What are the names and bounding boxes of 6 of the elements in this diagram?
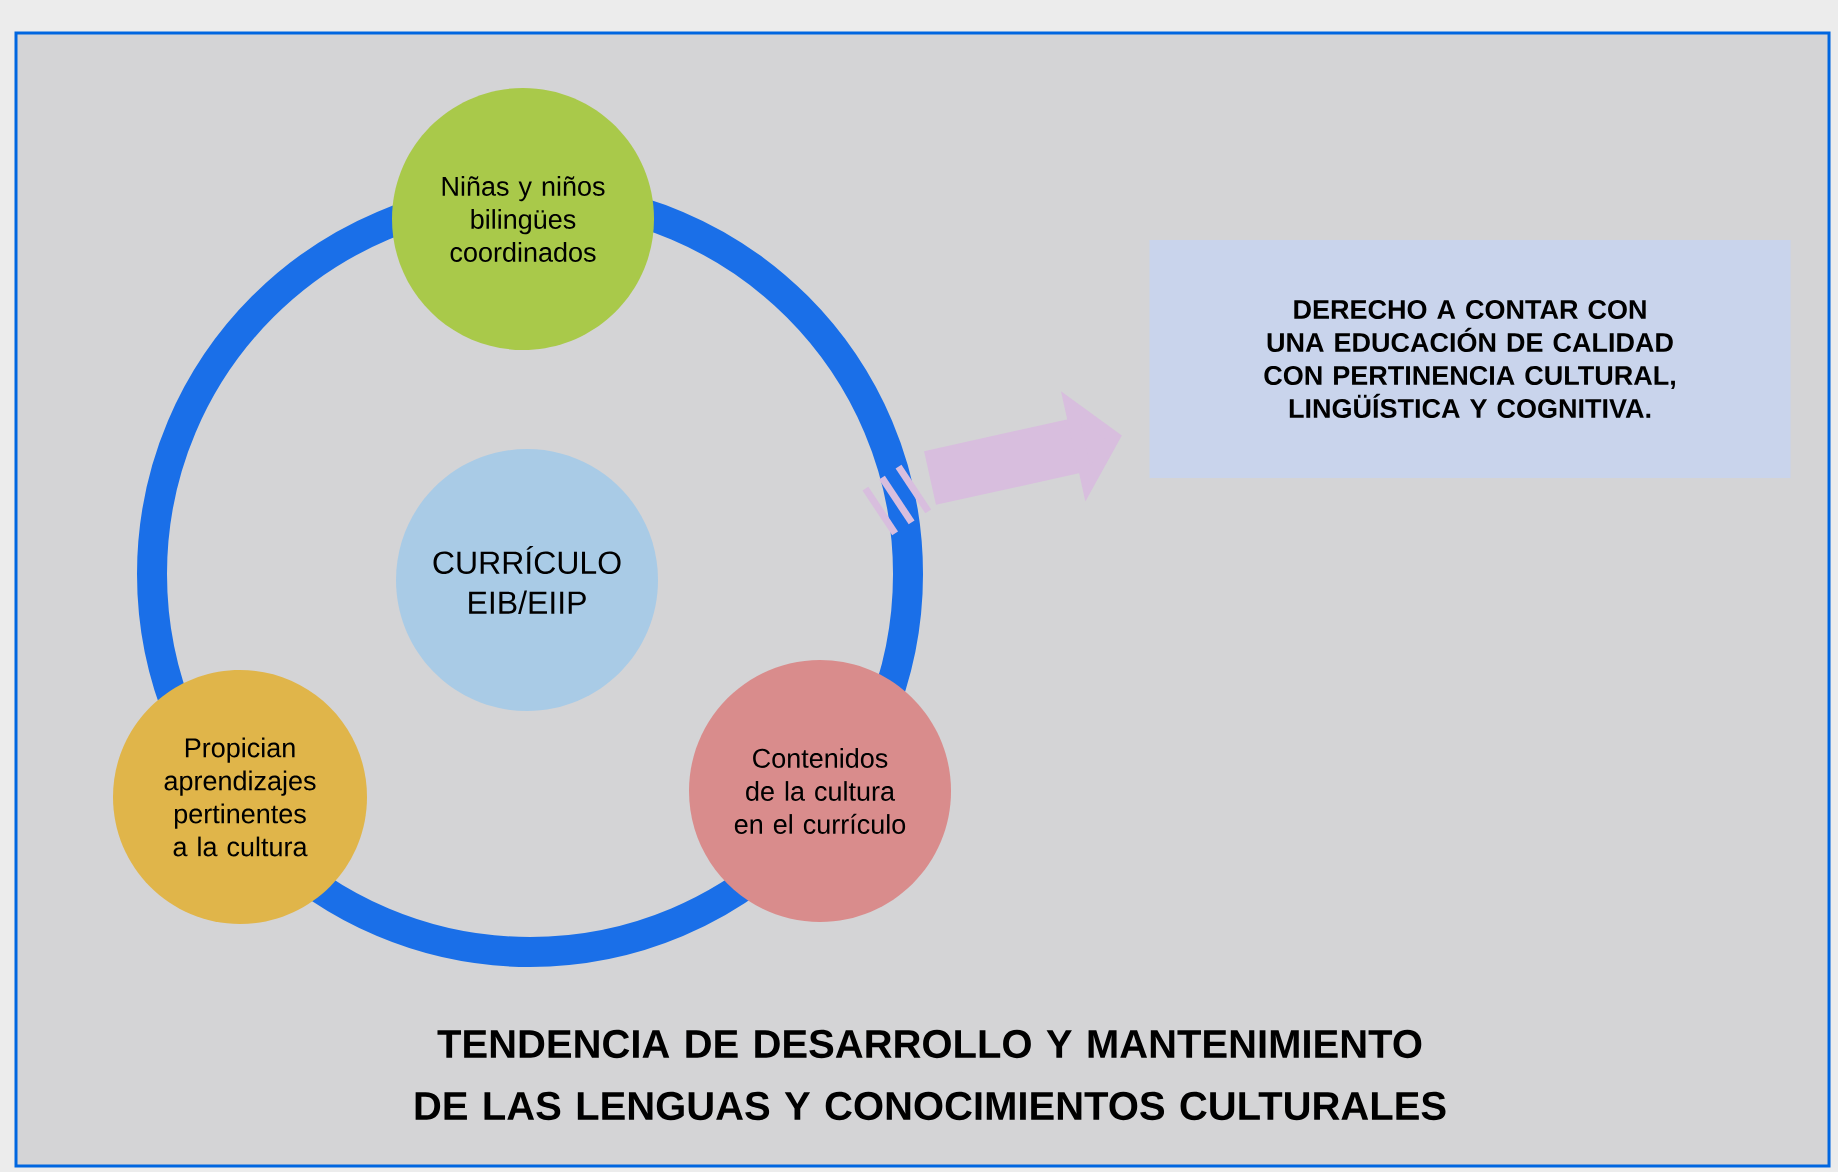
text-box: DERECHO A CONTAR CON UNA EDUCACIÓN DE CALIDAD CON PERTINENCIA CULTURAL, LINGÜÍSTICA Y COGNITIVA. [1149,240,1791,478]
circle-node: CURRÍCULO EIB/EIIP [396,449,658,711]
title: TENDENCIA DE DESARROLLO Y MANTENIMIENTO DE LAS LENGUAS Y CONOCIMIENTOS CULTURALES [415,1029,1446,1121]
circle-node: Niñas y niños bilingües coordinados [392,88,654,350]
circle-node: Contenidos de la cultura en el currículo [689,660,951,922]
circle-node: Propician aprendizajes pertinentes a la cultura [113,670,367,924]
